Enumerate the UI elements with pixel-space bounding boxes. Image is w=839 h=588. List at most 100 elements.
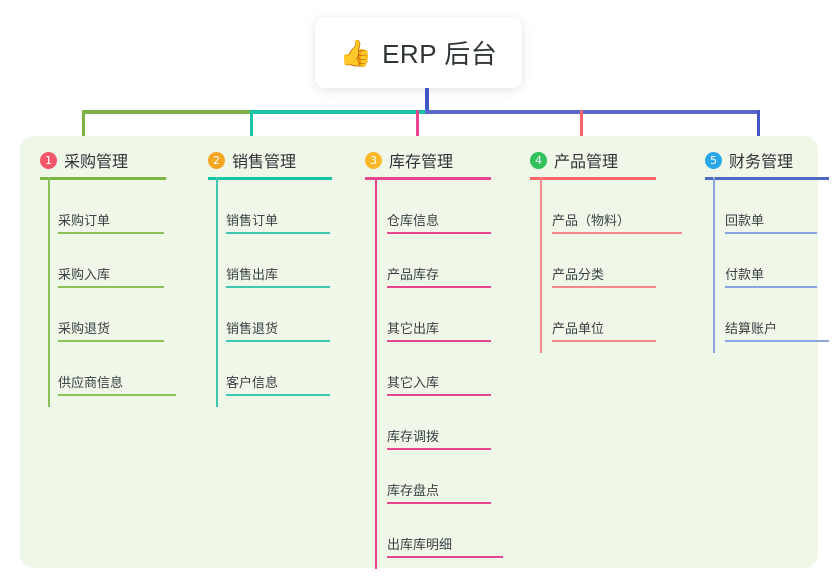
leaf-item[interactable]: 客户信息 (226, 342, 330, 396)
branch-header-4[interactable]: 4 产品管理 (530, 148, 618, 172)
leaf-label: 产品（物料） (552, 213, 631, 228)
leaf-item[interactable]: 其它出库 (387, 288, 491, 342)
branch-header-5[interactable]: 5 财务管理 (705, 148, 793, 172)
leaf-rule (58, 232, 164, 234)
leaf-item[interactable]: 销售出库 (226, 234, 330, 288)
branch-badge-2: 2 (208, 151, 225, 169)
leaf-label: 库存调拨 (387, 429, 440, 444)
leaf-rule (725, 286, 817, 288)
leaf-label: 结算账户 (725, 321, 778, 336)
leaf-rule (725, 232, 817, 234)
leaf-label: 销售出库 (226, 267, 279, 282)
leaf-item[interactable]: 销售订单 (226, 180, 330, 234)
leaf-label: 其它入库 (387, 375, 440, 390)
leaf-item[interactable]: 采购退货 (58, 288, 164, 342)
leaf-item[interactable]: 其它入库 (387, 342, 491, 396)
leaf-label: 采购退货 (58, 321, 111, 336)
connector-drop-col4 (580, 110, 583, 140)
branch-rule-3 (365, 177, 491, 180)
branch-title-5: 财务管理 (729, 154, 794, 171)
leaf-rule (552, 232, 682, 234)
root-connector-vertical (425, 88, 429, 114)
connector-drop-col2 (250, 110, 253, 140)
leaf-rule (552, 286, 656, 288)
connector-bar-green (82, 110, 252, 114)
leaf-item[interactable]: 仓库信息 (387, 180, 491, 234)
root-node-title: ERP 后台 (382, 39, 498, 69)
leaf-label: 销售退货 (226, 321, 279, 336)
connector-drop-col5 (757, 110, 760, 140)
branch-panel: 1 采购管理 采购订单 采购入库 采购退货 供应商信息 (20, 136, 829, 569)
leaf-item[interactable]: 供应商信息 (58, 342, 176, 396)
leaf-item[interactable]: 产品分类 (552, 234, 656, 288)
leaf-rule (226, 340, 330, 342)
leaf-item[interactable]: 结算账户 (725, 288, 829, 342)
root-node[interactable]: 👍 ERP 后台 (315, 17, 522, 88)
branch-spine-5 (713, 177, 715, 353)
leaf-rule (387, 556, 503, 558)
leaf-item[interactable]: 库存调拨 (387, 396, 491, 450)
leaf-label: 采购订单 (58, 213, 111, 228)
connector-drop-col3 (416, 110, 419, 140)
leaf-rule (58, 340, 164, 342)
leaf-rule (226, 394, 330, 396)
leaf-item[interactable]: 库存盘点 (387, 450, 491, 504)
leaf-item[interactable]: 采购订单 (58, 180, 164, 234)
leaf-label: 付款单 (725, 267, 765, 282)
leaf-item[interactable]: 产品库存 (387, 234, 491, 288)
connector-drop-col1 (82, 110, 85, 140)
branch-title-3: 库存管理 (389, 154, 454, 171)
leaf-rule (387, 502, 491, 504)
branch-badge-5: 5 (705, 151, 722, 169)
branch-badge-3: 3 (365, 151, 382, 169)
leaf-rule (552, 340, 656, 342)
leaf-label: 客户信息 (226, 375, 279, 390)
leaf-rule (725, 340, 829, 342)
branch-spine-1 (48, 177, 50, 407)
leaf-label: 其它出库 (387, 321, 440, 336)
branch-header-2[interactable]: 2 销售管理 (208, 148, 296, 172)
branch-rule-5 (705, 177, 829, 180)
leaf-rule (58, 394, 176, 396)
leaf-label: 产品单位 (552, 321, 605, 336)
leaf-label: 供应商信息 (58, 375, 124, 390)
leaf-rule (387, 394, 491, 396)
leaf-label: 销售订单 (226, 213, 279, 228)
branch-title-4: 产品管理 (554, 154, 619, 171)
branch-rule-2 (208, 177, 332, 180)
leaf-label: 产品库存 (387, 267, 440, 282)
leaf-rule (58, 286, 164, 288)
branch-title-2: 销售管理 (232, 154, 297, 171)
branch-title-1: 采购管理 (64, 154, 129, 171)
leaf-item[interactable]: 销售退货 (226, 288, 330, 342)
leaf-rule (387, 448, 491, 450)
leaf-label: 回款单 (725, 213, 765, 228)
branch-spine-4 (540, 177, 542, 353)
branch-rule-4 (530, 177, 656, 180)
leaf-label: 产品分类 (552, 267, 605, 282)
leaf-label: 出库库明细 (387, 537, 453, 552)
branch-rule-1 (40, 177, 166, 180)
leaf-item[interactable]: 产品（物料） (552, 180, 682, 234)
connector-bar-indigo (425, 110, 760, 114)
leaf-label: 仓库信息 (387, 213, 440, 228)
branch-spine-3 (375, 177, 377, 569)
leaf-item[interactable]: 付款单 (725, 234, 817, 288)
connector-bar-teal (250, 110, 427, 114)
leaf-rule (387, 232, 491, 234)
branch-spine-2 (216, 177, 218, 407)
leaf-item[interactable]: 出库库明细 (387, 504, 503, 558)
leaf-item[interactable]: 产品单位 (552, 288, 656, 342)
thumbs-up-icon: 👍 (339, 37, 373, 68)
branch-badge-1: 1 (40, 151, 57, 169)
branch-badge-4: 4 (530, 151, 547, 169)
branch-header-1[interactable]: 1 采购管理 (40, 148, 128, 172)
leaf-rule (387, 286, 491, 288)
leaf-item[interactable]: 回款单 (725, 180, 817, 234)
branch-header-3[interactable]: 3 库存管理 (365, 148, 453, 172)
leaf-label: 库存盘点 (387, 483, 440, 498)
leaf-item[interactable]: 采购入库 (58, 234, 164, 288)
leaf-rule (226, 232, 330, 234)
leaf-rule (387, 340, 491, 342)
